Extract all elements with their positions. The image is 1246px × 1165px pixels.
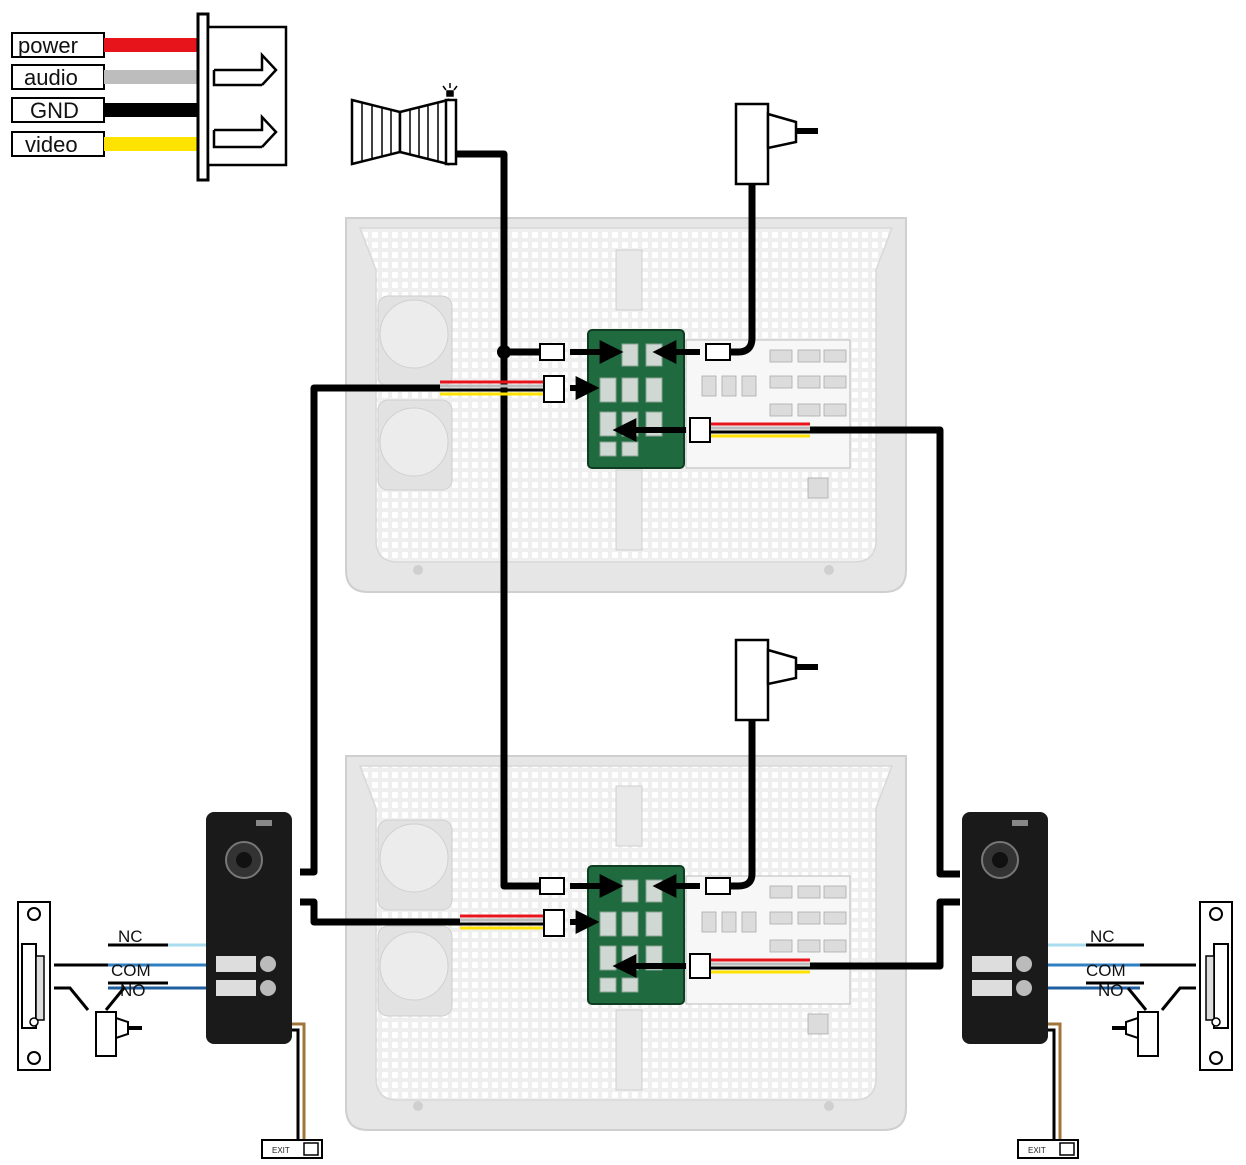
name-plate — [972, 980, 1012, 996]
right-station-cable-bottom — [810, 898, 960, 970]
monitor-label-plate — [685, 875, 851, 1005]
doorbell-chime-icon — [350, 83, 458, 166]
indoor-monitor-bottom — [345, 755, 907, 1131]
outdoor-station-left — [206, 812, 292, 1044]
left-station-cable-bottom — [300, 898, 460, 926]
wire-color-legend: power audio GND video — [11, 12, 288, 182]
legend-wire-power — [104, 38, 198, 52]
legend-label-power: power — [18, 33, 78, 58]
left-station-cable-top — [300, 384, 440, 876]
relay-label-com-left: COM — [111, 961, 151, 980]
right-station-cable-top — [810, 426, 960, 878]
relay-label-no-right: NO — [1098, 981, 1124, 1000]
electric-lock-icon — [1199, 901, 1233, 1071]
electric-lock-icon — [17, 901, 51, 1071]
legend-label-audio: audio — [24, 65, 78, 90]
name-plate — [972, 956, 1012, 972]
exit-wires — [292, 1022, 1062, 1140]
chime-ring-icon — [442, 83, 458, 97]
relay-label-no-left: NO — [120, 981, 146, 1000]
exit-button-label-right: EXIT — [1028, 1146, 1046, 1155]
legend-label-gnd: GND — [30, 98, 79, 123]
name-plate — [216, 956, 256, 972]
relay-wires-right — [1048, 943, 1196, 1011]
power-adapter-icon — [734, 102, 818, 186]
adapter-cable-top — [712, 184, 756, 356]
relay-label-nc-left: NC — [118, 927, 143, 946]
relay-wires-left — [54, 943, 206, 1011]
wire-plugs — [539, 343, 731, 979]
cable-junction — [497, 345, 511, 359]
power-adapter-icon — [1112, 1011, 1159, 1057]
legend-box-audio — [11, 64, 105, 90]
legend-label-video: video — [25, 132, 78, 157]
indoor-monitor-top — [345, 217, 907, 593]
call-button-icon — [260, 956, 276, 972]
legend-box-power — [11, 32, 105, 58]
exit-button-icon: EXIT — [1017, 1139, 1079, 1159]
name-plate — [216, 980, 256, 996]
call-button-icon — [1016, 980, 1032, 996]
call-button-icon — [1016, 956, 1032, 972]
outdoor-station-right — [962, 812, 1048, 1044]
legend-wire-audio — [104, 70, 198, 84]
direction-arrows — [570, 340, 700, 978]
exit-button-icon: EXIT — [261, 1139, 323, 1159]
legend-wire-gnd — [104, 103, 198, 117]
interconnect-cables — [300, 150, 960, 970]
chime-cable — [456, 150, 540, 890]
call-button-icon — [260, 980, 276, 996]
power-adapter-icon — [734, 638, 818, 722]
exit-button-label-left: EXIT — [272, 1146, 290, 1155]
legend-box-gnd — [11, 97, 105, 123]
legend-wire-video — [104, 137, 198, 151]
relay-label-com-right: COM — [1086, 961, 1126, 980]
monitor-label-plate — [685, 339, 851, 469]
connector-plug-icon — [196, 12, 288, 182]
relay-label-nc-right: NC — [1090, 927, 1115, 946]
power-adapter-icon — [95, 1011, 142, 1057]
adapter-cable-bottom — [712, 720, 756, 890]
colored-wire-bundles — [440, 380, 810, 974]
